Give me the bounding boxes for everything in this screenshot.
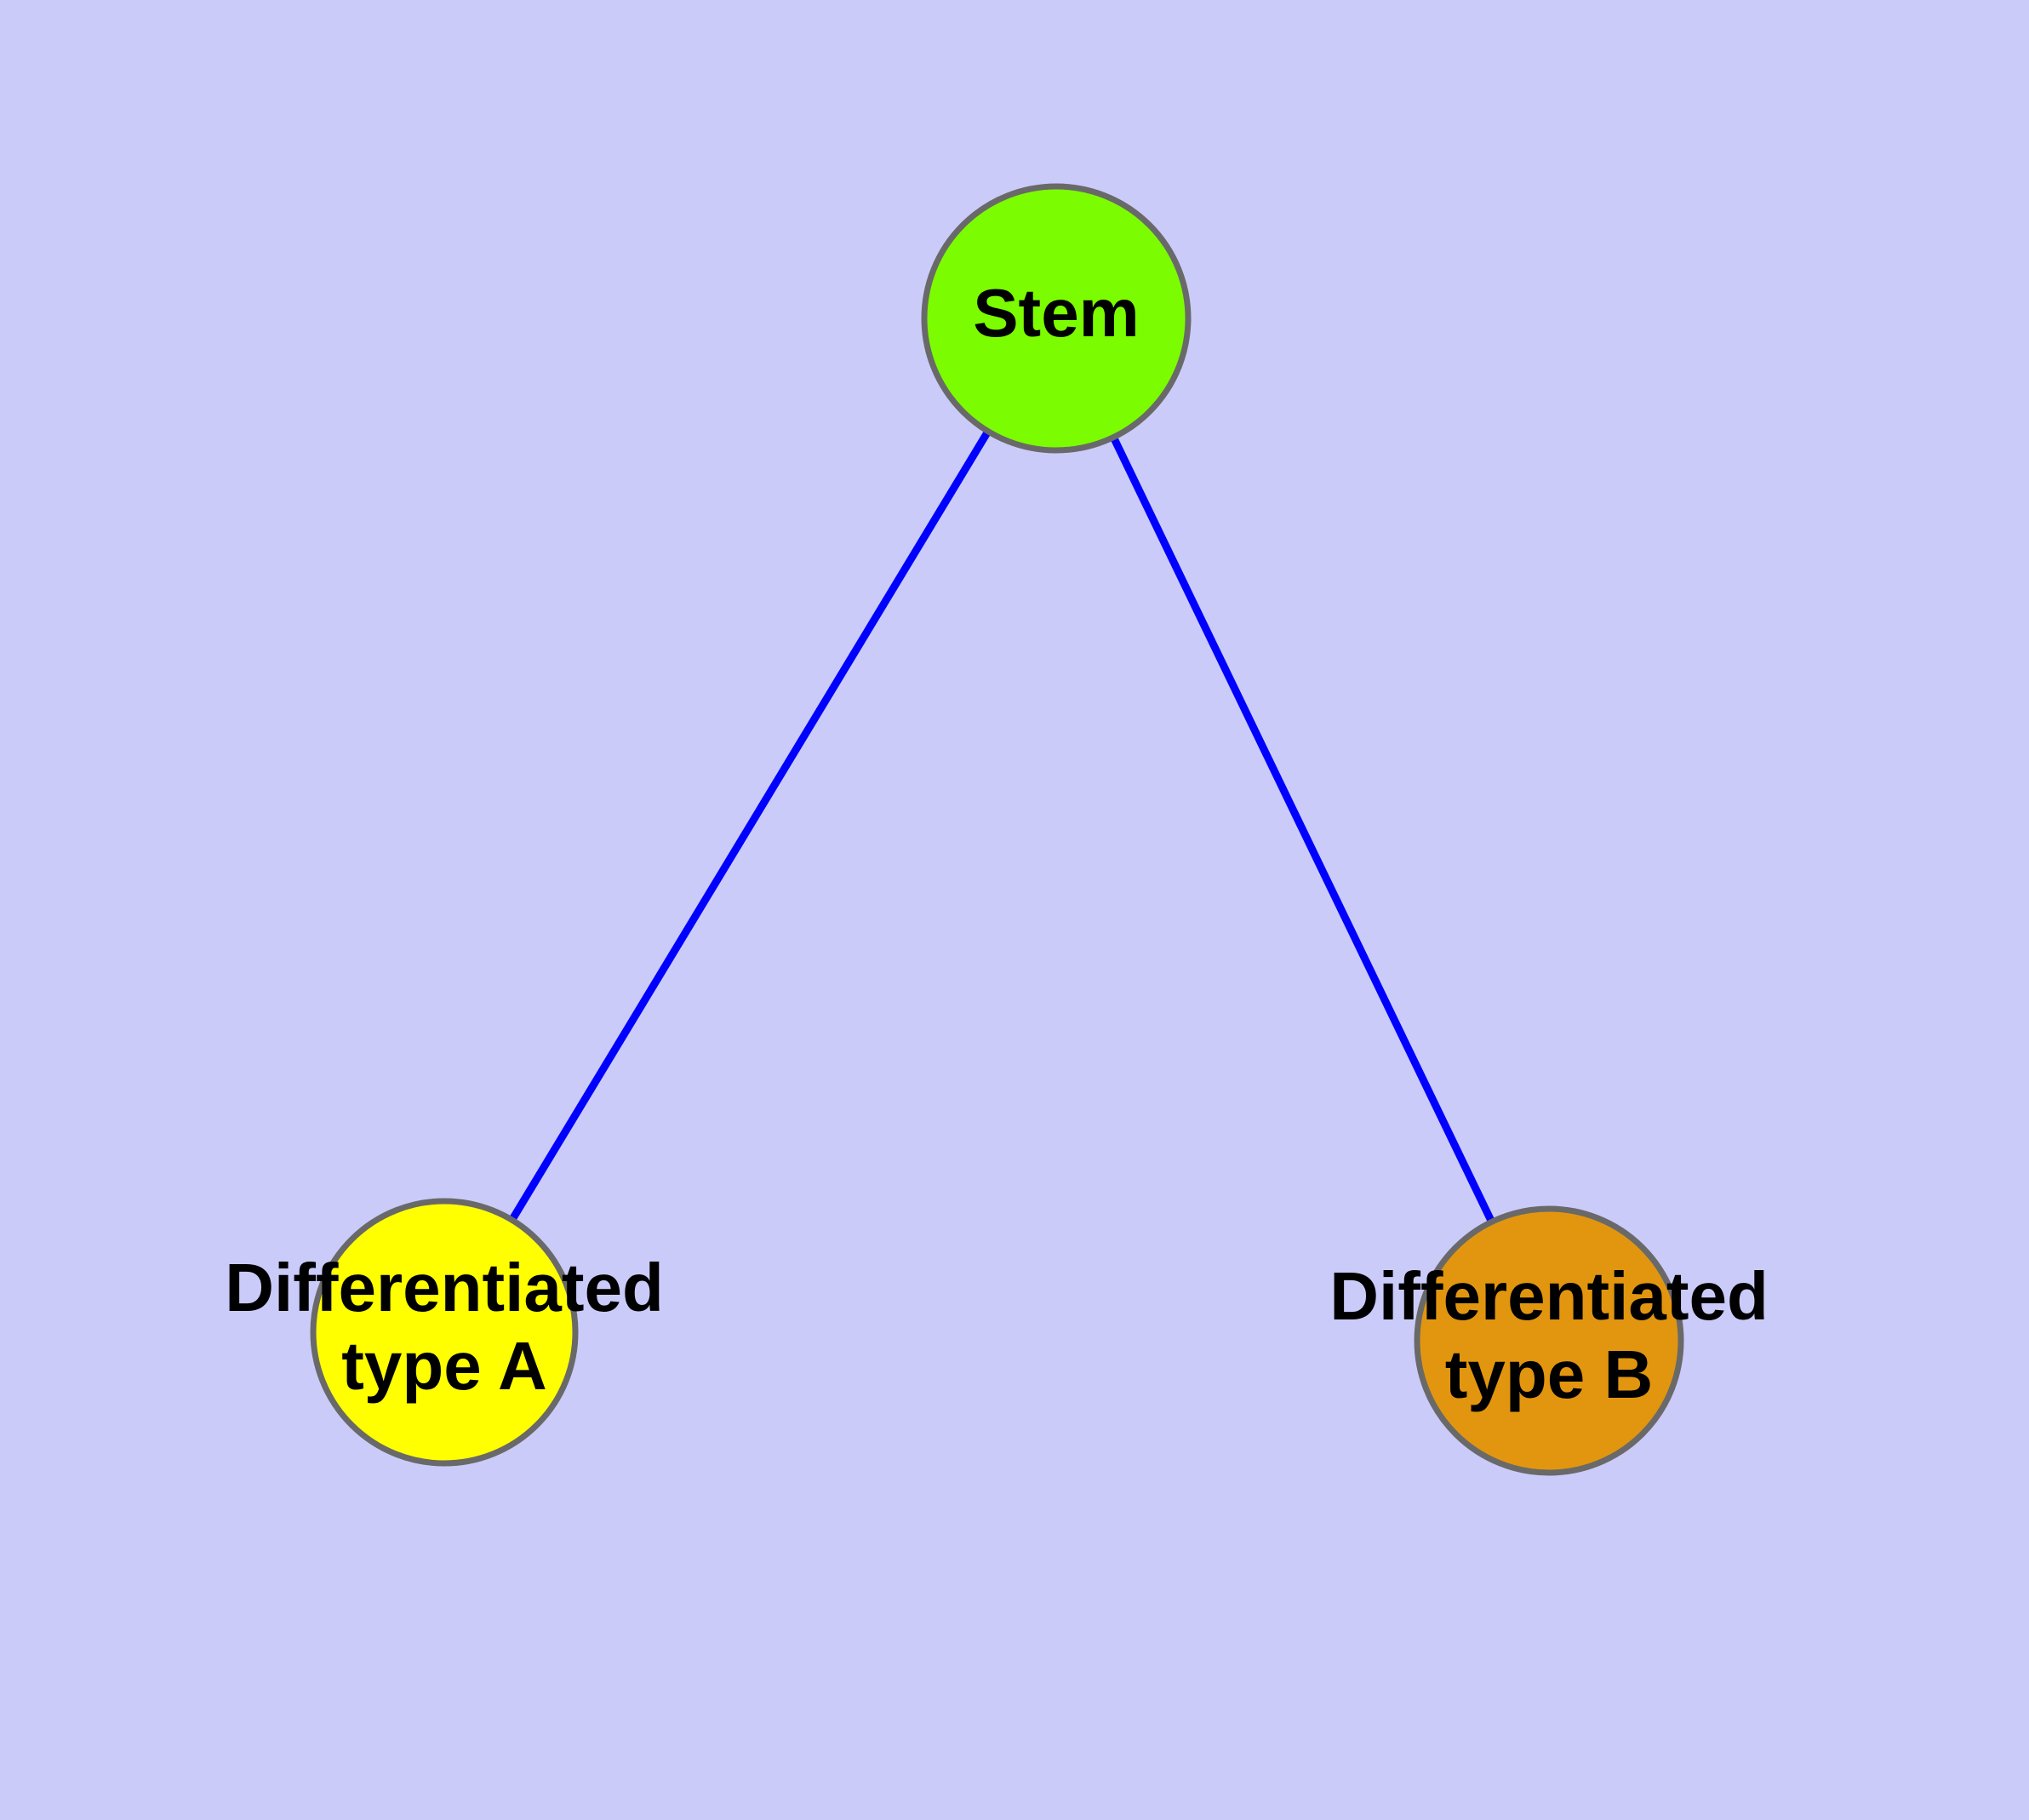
node-label-line: Stem <box>973 275 1140 351</box>
node-label-line: type A <box>341 1328 547 1404</box>
node-label-line: Differentiated <box>1329 1258 1769 1334</box>
node-stem[interactable] <box>921 183 1192 454</box>
nodes-layer <box>310 183 1684 1476</box>
node-label-line: Differentiated <box>225 1250 664 1325</box>
node-diff-b[interactable] <box>1414 1205 1684 1476</box>
edge-stem-to-diff-b[interactable] <box>1052 317 1553 1342</box>
node-label-stem: Stem <box>973 275 1140 351</box>
node-label-line: type B <box>1445 1336 1654 1412</box>
edge-stem-to-diff-a[interactable] <box>441 316 1060 1335</box>
edges-layer <box>441 316 1553 1342</box>
node-diff-a[interactable] <box>310 1198 579 1467</box>
